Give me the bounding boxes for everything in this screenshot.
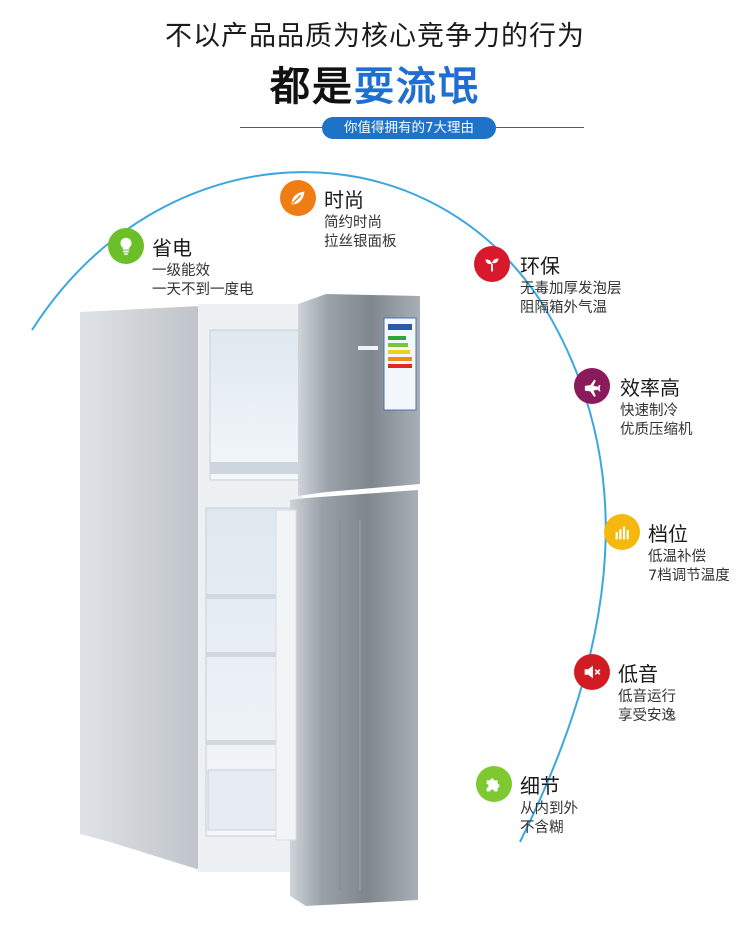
puzzle-icon	[476, 766, 512, 802]
sprout-icon	[474, 246, 510, 282]
door-gasket	[275, 509, 297, 841]
headline-main-accent: 耍流氓	[354, 64, 480, 110]
feature-desc-2: 一天不到一度电	[152, 282, 254, 298]
feature-title: 档位	[648, 522, 688, 546]
fridge-shelf-1	[206, 594, 300, 599]
reasons-pill: 你值得拥有的7大理由	[322, 117, 496, 139]
feature-desc-1: 低音运行	[618, 689, 676, 705]
feature-title: 细节	[520, 774, 560, 798]
feature-arc	[31, 171, 607, 843]
fridge-side-panel	[80, 306, 200, 870]
feature-title: 效率高	[620, 376, 680, 400]
feature-desc-1: 无毒加厚发泡层	[520, 281, 622, 297]
fridge-door	[290, 490, 418, 906]
feature-desc-1: 快速制冷	[620, 403, 678, 419]
feature-desc-2: 拉丝银面板	[324, 234, 397, 250]
leaf-icon	[280, 180, 316, 216]
fridge-shelf-2	[206, 652, 300, 657]
bulb-icon	[108, 228, 144, 264]
feature-title: 省电	[152, 236, 192, 260]
dial-icon	[604, 514, 640, 550]
feature-desc-1: 一级能效	[152, 263, 210, 279]
feature-desc-2: 享受安逸	[618, 708, 676, 724]
headline-main: 都是耍流氓	[0, 54, 750, 112]
rule-left	[240, 127, 322, 128]
feature-desc-1: 简约时尚	[324, 215, 382, 231]
feature-desc-2: 7档调节温度	[648, 568, 730, 584]
feature-desc-2: 阻隔箱外气温	[520, 300, 607, 316]
feature-desc-2: 不含糊	[520, 820, 564, 836]
mute-icon	[574, 654, 610, 690]
feature-desc-1: 从内到外	[520, 801, 578, 817]
fridge-shelf-3	[206, 740, 300, 745]
rule-right	[496, 127, 584, 128]
headline-main-prefix: 都是	[270, 64, 354, 110]
headline-top: 不以产品品质为核心竞争力的行为	[165, 21, 585, 52]
feature-desc-1: 低温补偿	[648, 549, 706, 565]
feature-title: 环保	[520, 254, 560, 278]
brand-badge	[358, 346, 378, 350]
feature-title: 时尚	[324, 188, 364, 212]
feature-title: 低音	[618, 662, 658, 686]
airplane-icon	[574, 368, 610, 404]
freezer-compartment	[209, 329, 301, 481]
feature-desc-2: 优质压缩机	[620, 422, 693, 438]
